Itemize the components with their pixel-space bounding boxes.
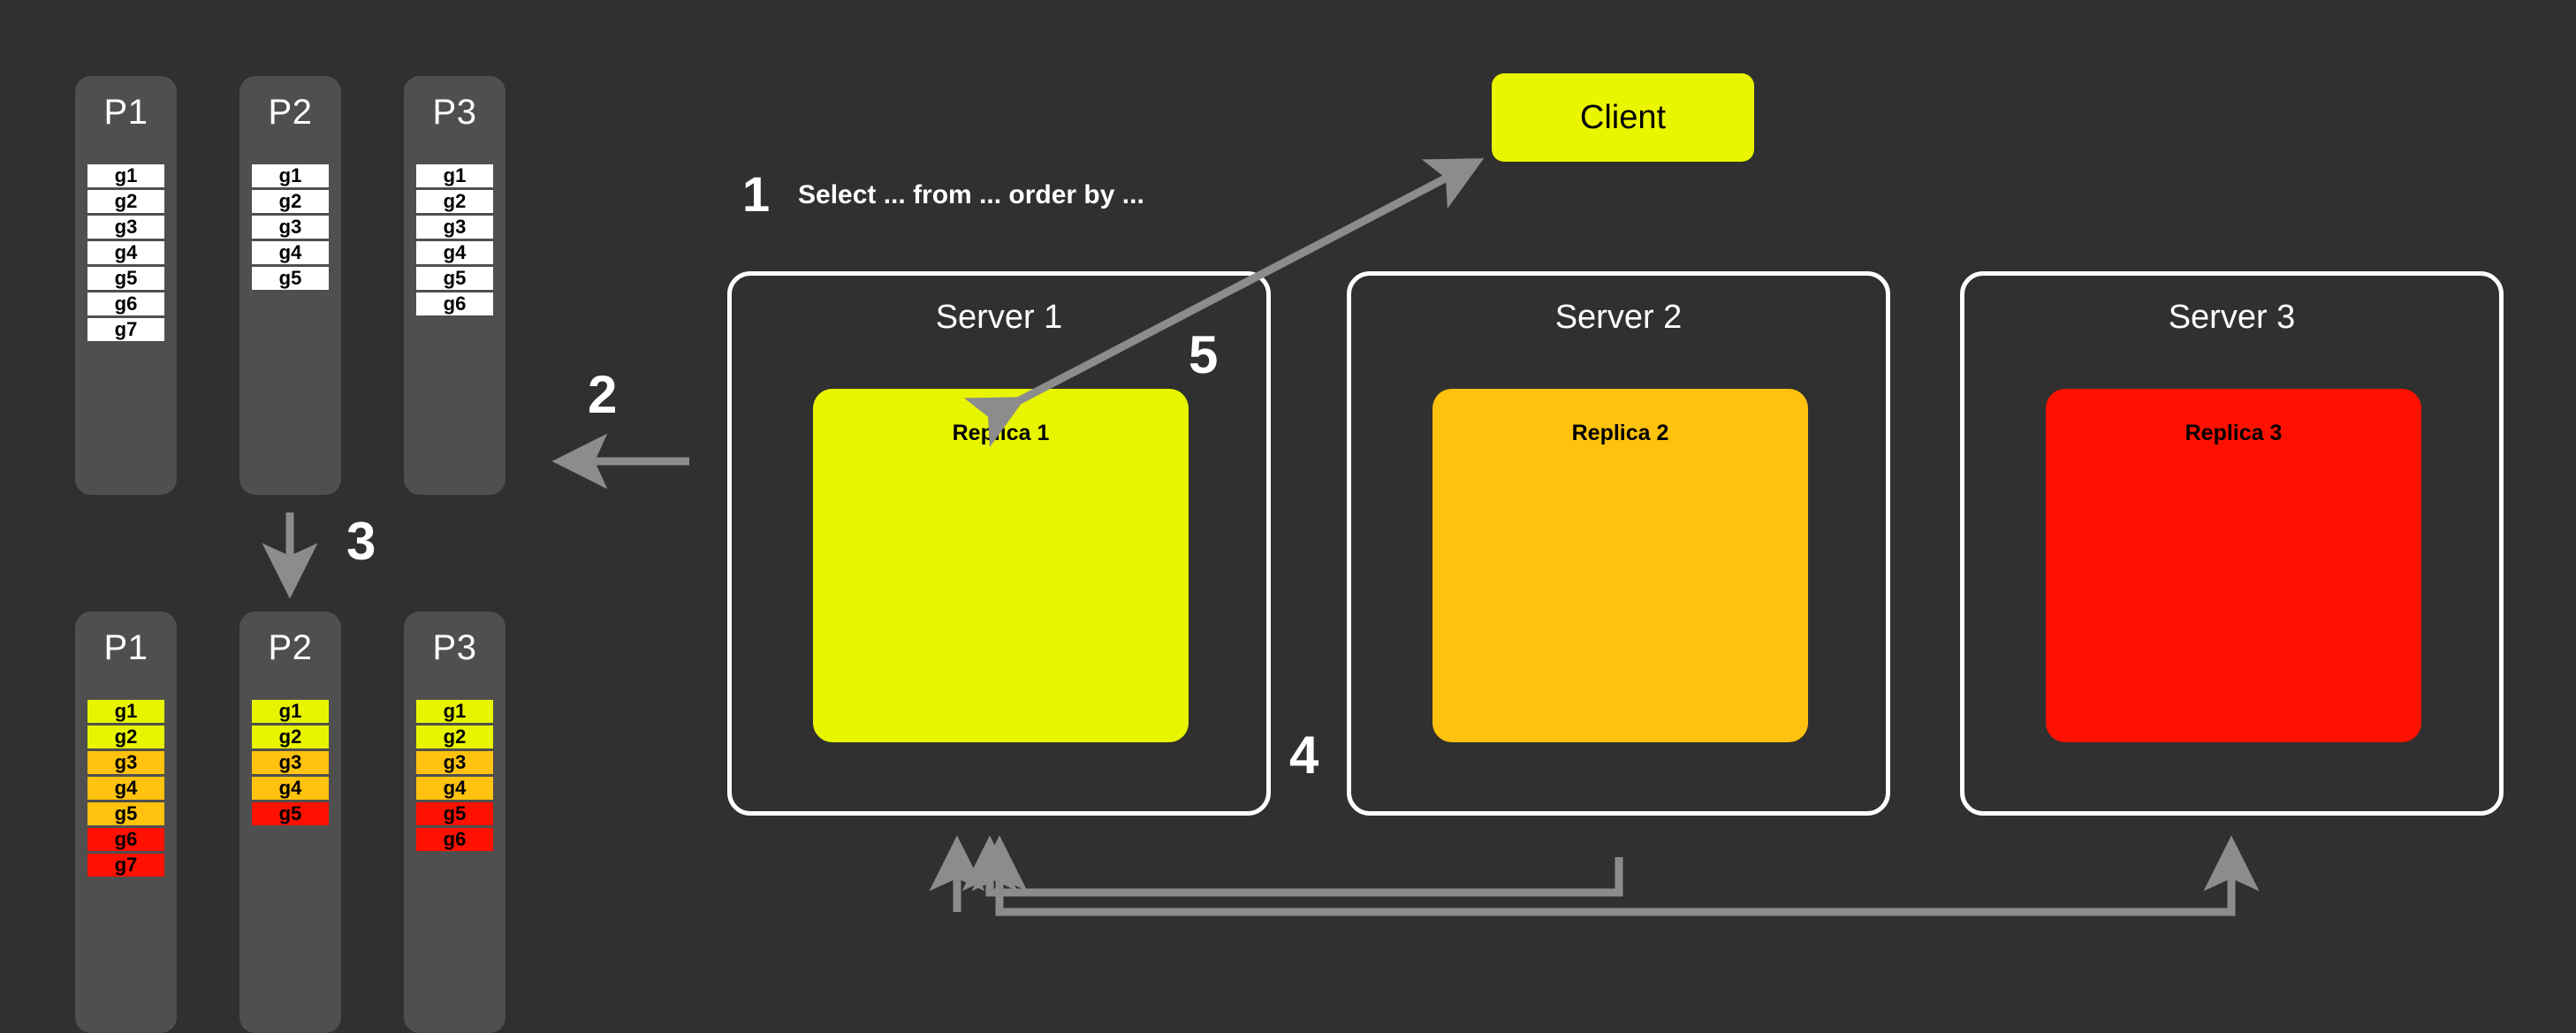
- partition-row: g4: [87, 241, 164, 264]
- partition-column-p3-before: P3 g1 g2 g3 g4 g5 g6: [404, 76, 505, 495]
- partition-row: g3: [416, 751, 493, 774]
- server-box-1[interactable]: Server 1 Replica 1: [727, 271, 1271, 816]
- partition-row: g1: [416, 164, 493, 187]
- partition-column-p1-after: P1 g1 g2 g3 g4 g5 g6 g7: [75, 611, 177, 1033]
- replica-label: Replica 3: [2185, 421, 2283, 445]
- partition-rows: g1 g2 g3 g4 g5 g6 g7: [87, 164, 164, 344]
- partition-row: g5: [252, 267, 329, 290]
- partition-row: g3: [87, 751, 164, 774]
- partition-row: g7: [87, 854, 164, 877]
- partition-row: g2: [252, 725, 329, 748]
- step-label-5: 5: [1189, 325, 1219, 384]
- partition-title: P1: [103, 628, 148, 667]
- arrow-step-4-inner: [961, 835, 1623, 897]
- partition-row: g3: [252, 751, 329, 774]
- partition-rows: g1 g2 g3 g4 g5 g6: [416, 700, 493, 854]
- replica-node-3[interactable]: Replica 3: [2046, 389, 2421, 742]
- partition-row: g1: [416, 700, 493, 723]
- partition-row: g2: [252, 190, 329, 213]
- server-title: Server 2: [1554, 299, 1683, 336]
- replica-label: Replica 2: [1571, 421, 1669, 445]
- step-label-1: 1: [742, 166, 771, 222]
- partition-rows: g1 g2 g3 g4 g5 g6: [416, 164, 493, 318]
- partition-row: g7: [87, 318, 164, 341]
- query-caption: Select ... from ... order by ...: [798, 180, 1144, 209]
- step-label-2: 2: [588, 365, 618, 424]
- server-box-3[interactable]: Server 3 Replica 3: [1960, 271, 2504, 816]
- partition-rows: g1 g2 g3 g4 g5 g6 g7: [87, 700, 164, 879]
- partition-row: g6: [87, 292, 164, 315]
- partition-row: g4: [252, 777, 329, 800]
- server-title: Server 3: [2168, 299, 2296, 336]
- partition-row: g4: [416, 777, 493, 800]
- partition-row: g6: [416, 828, 493, 851]
- replica-node-2[interactable]: Replica 2: [1432, 389, 1808, 742]
- partition-title: P2: [268, 628, 313, 667]
- partition-row: g6: [87, 828, 164, 851]
- server-box-2[interactable]: Server 2 Replica 2: [1347, 271, 1890, 816]
- partition-row: g1: [87, 164, 164, 187]
- partition-column-p2-before: P2 g1 g2 g3 g4 g5: [239, 76, 341, 495]
- partition-row: g2: [87, 190, 164, 213]
- partition-title: P3: [432, 93, 477, 132]
- partition-column-p2-after: P2 g1 g2 g3 g4 g5: [239, 611, 341, 1033]
- partition-row: g3: [252, 216, 329, 239]
- partition-row: g5: [87, 802, 164, 825]
- partition-row: g5: [416, 802, 493, 825]
- step-label-4: 4: [1289, 725, 1319, 785]
- replica-node-1[interactable]: Replica 1: [813, 389, 1189, 742]
- partition-row: g5: [252, 802, 329, 825]
- replica-label: Replica 1: [952, 421, 1050, 445]
- client-label: Client: [1579, 98, 1667, 136]
- partition-row: g4: [87, 777, 164, 800]
- partition-rows: g1 g2 g3 g4 g5: [252, 700, 329, 828]
- arrow-step-4-outer: [971, 835, 2260, 916]
- partition-column-p3-after: P3 g1 g2 g3 g4 g5 g6: [404, 611, 505, 1033]
- client-node[interactable]: Client: [1492, 73, 1754, 162]
- partition-row: g3: [416, 216, 493, 239]
- partition-row: g2: [416, 725, 493, 748]
- partition-row: g1: [252, 700, 329, 723]
- partition-row: g2: [416, 190, 493, 213]
- partition-row: g5: [416, 267, 493, 290]
- partition-row: g5: [87, 267, 164, 290]
- partition-row: g4: [252, 241, 329, 264]
- partition-title: P2: [268, 93, 313, 132]
- partition-row: g6: [416, 292, 493, 315]
- partition-row: g4: [416, 241, 493, 264]
- server-title: Server 1: [935, 299, 1063, 336]
- partition-title: P1: [103, 93, 148, 132]
- partition-row: g3: [87, 216, 164, 239]
- partition-row: g1: [87, 700, 164, 723]
- partition-column-p1-before: P1 g1 g2 g3 g4 g5 g6 g7: [75, 76, 177, 495]
- partition-row: g2: [87, 725, 164, 748]
- partition-rows: g1 g2 g3 g4 g5: [252, 164, 329, 292]
- partition-row: g1: [252, 164, 329, 187]
- step-label-3: 3: [346, 512, 376, 571]
- partition-title: P3: [432, 628, 477, 667]
